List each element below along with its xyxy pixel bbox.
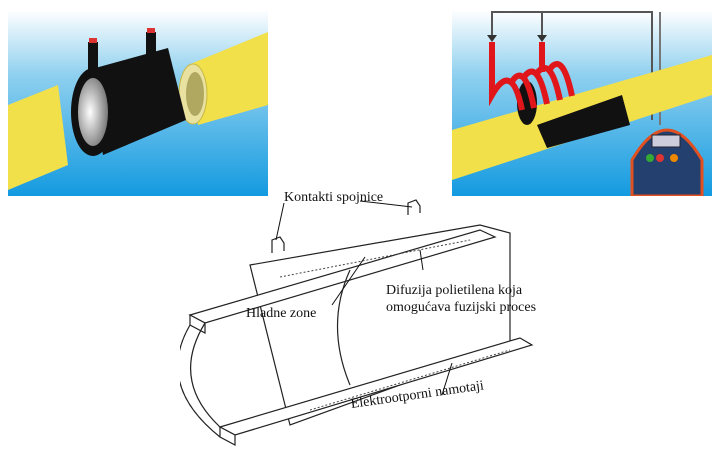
heating-coils-illustration xyxy=(452,10,712,196)
label-diffusion-line1: Difuzija polietilena koja xyxy=(386,283,523,298)
coupler-cutaway-diagram xyxy=(180,199,534,446)
coupler-pipe-illustration xyxy=(8,10,268,196)
label-cold-zones: Hladne zone xyxy=(246,306,317,321)
label-diffusion-line2: omogućava fuzijski proces xyxy=(386,300,537,315)
label-contacts: Kontakti spojnice xyxy=(284,190,384,205)
